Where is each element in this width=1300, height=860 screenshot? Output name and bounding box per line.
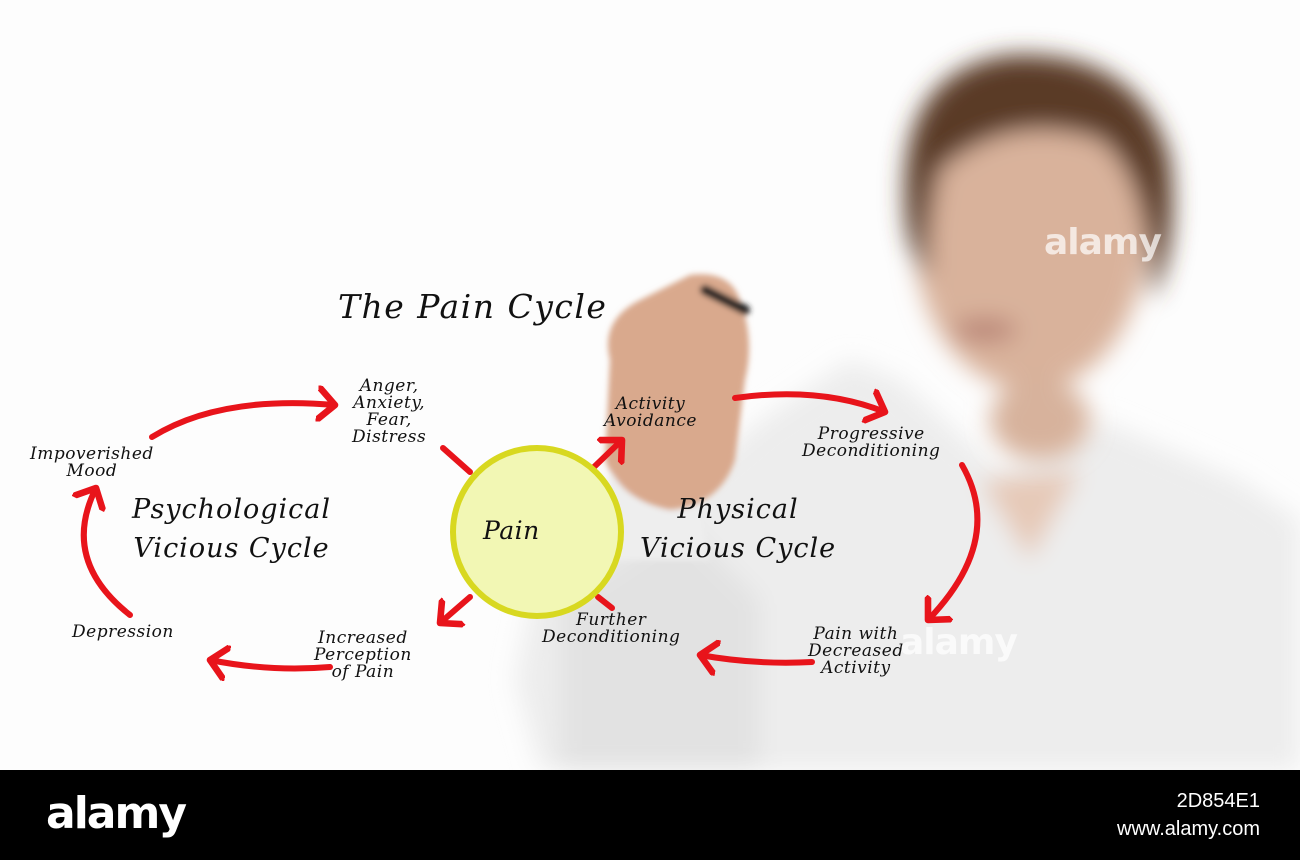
node-activity-avoidance: Activity Avoidance xyxy=(604,396,697,430)
arrow-anger-to-pain xyxy=(443,448,470,472)
node-increased-perception: Increased Perception of Pain xyxy=(314,630,412,681)
node-progressive-deconditioning: Progressive Deconditioning xyxy=(802,426,940,460)
image-stage: The Pain Cycle Pain Psychological Viciou… xyxy=(0,0,1300,770)
node-impoverished-mood: Impoverished Mood xyxy=(30,446,154,480)
arrow-mood-to-anger xyxy=(152,403,335,437)
arrow-depression-to-mood xyxy=(84,488,130,615)
arrow-decreased-to-further xyxy=(700,655,812,663)
pain-cycle-diagram xyxy=(0,0,1300,770)
node-depression: Depression xyxy=(72,624,174,641)
stock-url: www.alamy.com xyxy=(1117,818,1260,841)
arrow-perception-to-depression xyxy=(210,660,330,668)
node-anger-anxiety: Anger, Anxiety, Fear, Distress xyxy=(352,378,426,446)
watermark-bottom: alamy xyxy=(900,622,1017,663)
center-label: Pain xyxy=(483,518,540,543)
image-id: 2D854E1 xyxy=(1177,790,1260,813)
psychological-cycle-label: Psychological Vicious Cycle xyxy=(132,490,331,568)
watermark-top: alamy xyxy=(1044,222,1161,263)
node-pain-decreased-activity: Pain with Decreased Activity xyxy=(808,626,904,677)
diagram-title: The Pain Cycle xyxy=(338,290,607,323)
arrow-progressive-to-decreased xyxy=(928,465,977,620)
arrow-pain-to-avoidance xyxy=(594,440,622,467)
arrow-avoidance-to-progressive xyxy=(735,394,885,412)
stock-footer-bar: alamy 2D854E1 www.alamy.com xyxy=(0,770,1300,860)
arrow-further-to-pain xyxy=(598,597,612,608)
stock-logo: alamy xyxy=(46,788,185,839)
physical-cycle-label: Physical Vicious Cycle xyxy=(640,490,836,568)
arrow-pain-to-perception xyxy=(440,597,470,623)
node-further-deconditioning: Further Deconditioning xyxy=(542,612,680,646)
